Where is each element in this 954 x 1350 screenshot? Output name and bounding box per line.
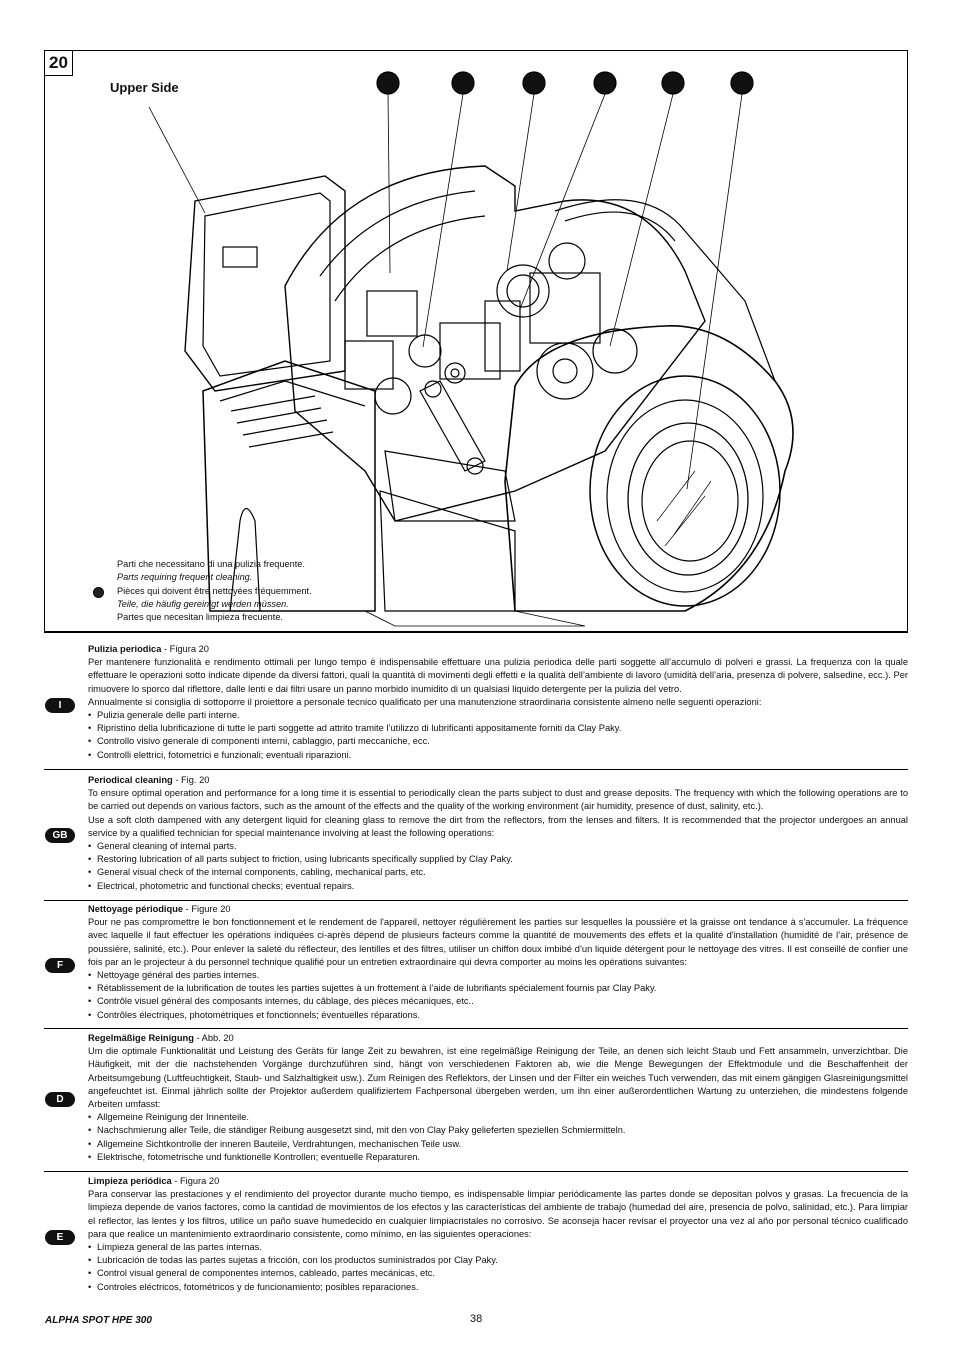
section-body: To ensure optimal operation and performa… [88,788,908,812]
legend-line-it: Parti che necessitano di una pulizia fre… [117,559,305,569]
legend-line-gb: Parts requiring frequent cleaning. [117,572,253,583]
callout-dot-1 [376,71,400,95]
list-item: Pulizia generale delle parti interne. [88,709,908,722]
maintenance-list: Limpieza general de las partes internas.… [88,1241,908,1294]
list-item: Rétablissement de la lubrification de to… [88,982,908,995]
section-body: Per mantenere funzionalità e rendimento … [88,657,908,694]
list-item: Nettoyage général des parties internes. [88,969,908,982]
page-number: 38 [470,1313,483,1325]
callout-dot-6 [730,71,754,95]
language-badge: F [45,958,75,973]
section-figure-ref: - Figura 20 [161,644,209,654]
section-spanish: E Limpieza periódica - Figura 20 Para co… [44,1171,908,1302]
language-badge: E [45,1230,75,1245]
section-heading: Pulizia periodica [88,644,162,654]
callout-dot-4 [593,71,617,95]
list-item: Controles eléctricos, fotométricos y de … [88,1281,908,1294]
list-item: Allgemeine Sichtkontrolle der inneren Ba… [88,1138,908,1151]
list-item: Controllo visivo generale di componenti … [88,735,908,748]
figure-20: 20 Upper Side [44,50,908,632]
list-item: Limpieza general de las partes internas. [88,1241,908,1254]
language-badge: D [45,1092,75,1107]
list-item: Contrôle visuel général des composants i… [88,995,908,1008]
section-italian: I Pulizia periodica - Figura 20 Per mant… [44,632,908,770]
list-item: Elektrische, fotometrische und funktione… [88,1151,908,1164]
section-body-2: Use a soft cloth dampened with any deter… [88,814,908,838]
section-figure-ref: - Figure 20 [183,904,231,914]
legend-line-e: Partes que necesitan limpieza frecuente. [117,612,283,623]
section-body: Um die optimale Funktionalität und Leist… [88,1046,908,1110]
section-text: Limpieza periódica - Figura 20 Para cons… [88,1175,908,1294]
section-heading: Periodical cleaning [88,775,173,785]
figure-number: 20 [45,51,73,76]
legend-line-f: Pièces qui doivent être nettoyées fréque… [117,585,312,596]
section-body-2: Annualmente si consiglia di sottoporre i… [88,696,762,707]
section-heading: Regelmäßige Reinigung [88,1033,194,1043]
callout-dot-2 [451,71,475,95]
projector-illustration [148,71,794,627]
section-text: Pulizia periodica - Figura 20 Per manten… [88,643,908,762]
section-figure-ref: - Abb. 20 [193,1033,234,1043]
maintenance-list: General cleaning of internal parts. Rest… [88,840,908,893]
list-item: Lubricación de todas las partes sujetas … [88,1254,908,1267]
section-text: Regelmäßige Reinigung - Abb. 20 Um die o… [88,1032,908,1164]
frequent-cleaning-marker-icon [93,587,104,598]
list-item: Control visual general de componentes in… [88,1267,908,1280]
maintenance-list: Allgemeine Reinigung der Innenteile. Nac… [88,1111,908,1164]
maintenance-list: Nettoyage général des parties internes. … [88,969,908,1022]
callout-dot-3 [522,71,546,95]
section-figure-ref: - Fig. 20 [172,775,210,785]
list-item: Nachschmierung aller Teile, die ständige… [88,1124,908,1137]
list-item: General visual check of the internal com… [88,866,908,879]
list-item: Electrical, photometric and functional c… [88,880,908,893]
language-badge: GB [45,828,75,843]
section-english: GB Periodical cleaning - Fig. 20 To ensu… [44,769,908,901]
section-body: Para conservar las prestaciones y el ren… [88,1189,908,1239]
section-figure-ref: - Figura 20 [171,1176,220,1186]
figure-legend: Parti che necessitano di una pulizia fre… [117,558,312,624]
list-item: Allgemeine Reinigung der Innenteile. [88,1111,908,1124]
list-item: General cleaning of internal parts. [88,840,908,853]
section-french: F Nettoyage périodique - Figure 20 Pour … [44,900,908,1029]
section-text: Periodical cleaning - Fig. 20 To ensure … [88,774,908,893]
list-item: Contrôles électriques, photométriques et… [88,1009,908,1022]
list-item: Controlli elettrici, fotometrici e funzi… [88,749,908,762]
section-body: Pour ne pas compromettre le bon fonction… [88,917,908,967]
legend-line-d: Teile, die häufig gereinigt werden müsse… [117,598,289,609]
section-heading: Limpieza periódica [88,1176,172,1186]
language-badge: I [45,698,75,713]
list-item: Ripristino della lubrificazione di tutte… [88,722,908,735]
footer-product-name: ALPHA SPOT HPE 300 [45,1315,152,1326]
list-item: Restoring lubrication of all parts subje… [88,853,908,866]
maintenance-list: Pulizia generale delle parti interne. Ri… [88,709,908,762]
callout-dot-5 [661,71,685,95]
section-text: Nettoyage périodique - Figure 20 Pour ne… [88,903,908,1022]
figure-label-upper-side: Upper Side [110,80,179,95]
section-heading: Nettoyage périodique [88,904,184,914]
section-german: D Regelmäßige Reinigung - Abb. 20 Um die… [44,1028,908,1171]
